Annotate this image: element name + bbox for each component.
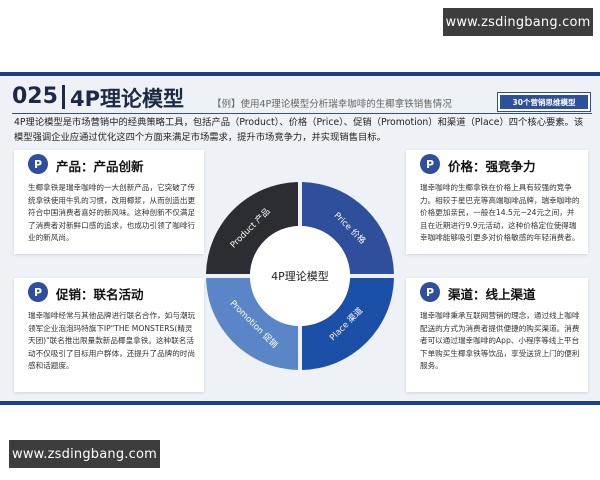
- title-underline: [12, 113, 592, 114]
- series-tag: 30个营销思维模型: [497, 92, 591, 112]
- promotion-box: P 促销：联名活动 瑞幸咖啡经常与其他品牌进行联名合作，如与潮玩领军企业泡泡玛特…: [14, 278, 204, 392]
- 4p-ring-diagram: 4P理论模型 Product 产品 Price 价格 Promotion 促销 …: [206, 182, 394, 370]
- product-badge: P: [28, 154, 48, 174]
- place-segment: [302, 278, 394, 370]
- model-number: 025: [12, 84, 58, 109]
- product-box: P 产品：产品创新 生椰拿铁是瑞幸咖啡的一大创新产品，它突破了传统拿铁使用牛乳的…: [14, 150, 204, 254]
- place-badge: P: [420, 282, 440, 302]
- price-segment: [302, 182, 394, 274]
- promotion-segment: [206, 278, 298, 370]
- product-segment: [206, 182, 298, 274]
- watermark-bottom: www.zsdingbang.com: [9, 440, 160, 468]
- top-rule: [0, 72, 600, 76]
- place-body: 瑞幸咖啡秉承互联网营销的理念，通过线上咖啡配送的方式为消费者提供便捷的购买渠道。…: [420, 311, 580, 371]
- product-body: 生椰拿铁是瑞幸咖啡的一大创新产品，它突破了传统拿铁使用牛乳的习惯，改用椰浆，从而…: [28, 183, 196, 243]
- ring-center: [250, 226, 350, 326]
- watermark-top: www.zsdingbang.com: [443, 8, 593, 36]
- place-heading: 渠道：线上渠道: [448, 287, 536, 302]
- series-tag-label: 30个营销思维模型: [500, 95, 588, 109]
- price-badge: P: [420, 154, 440, 174]
- price-box: P 价格：强竞争力 瑞幸咖啡的生椰拿铁在价格上具有较强的竞争力。相较于星巴克等高…: [406, 150, 588, 254]
- example-subtitle: 【例】使用4P理论模型分析瑞幸咖啡的生椰拿铁销售情况: [212, 99, 452, 110]
- intro-paragraph: 4P理论模型是市场营销中的经典策略工具，包括产品（Product）、价格（Pri…: [14, 117, 584, 143]
- promotion-badge: P: [28, 282, 48, 302]
- page-title: 4P理论模型: [70, 87, 185, 111]
- place-box: P 渠道：线上渠道 瑞幸咖啡秉承互联网营销的理念，通过线上咖啡配送的方式为消费者…: [406, 278, 588, 392]
- title-separator: [62, 85, 65, 109]
- ring-center-label: 4P理论模型: [271, 269, 329, 283]
- price-heading: 价格：强竞争力: [448, 159, 536, 174]
- bottom-rule: [0, 401, 600, 405]
- price-body: 瑞幸咖啡的生椰拿铁在价格上具有较强的竞争力。相较于星巴克等高端咖啡品牌，瑞幸咖啡…: [420, 183, 580, 243]
- model-card: 025 4P理论模型 【例】使用4P理论模型分析瑞幸咖啡的生椰拿铁销售情况 30…: [0, 72, 600, 405]
- product-heading: 产品：产品创新: [56, 159, 144, 174]
- promotion-heading: 促销：联名活动: [56, 287, 144, 302]
- promotion-body: 瑞幸咖啡经常与其他品牌进行联名合作，如与潮玩领军企业泡泡玛特旗下IP"THE M…: [28, 311, 196, 371]
